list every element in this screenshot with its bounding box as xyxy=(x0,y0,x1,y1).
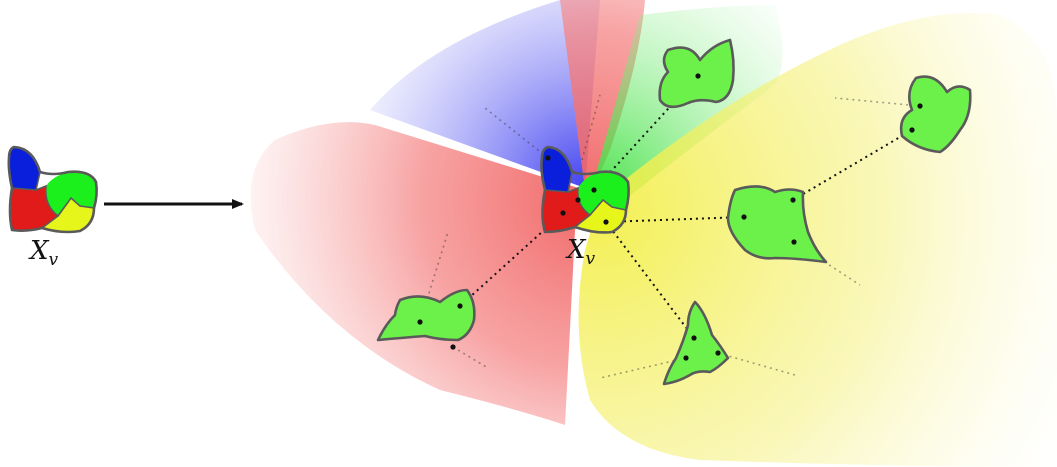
point xyxy=(450,344,456,350)
point xyxy=(790,197,796,203)
neighbor-blob-top xyxy=(658,38,735,109)
edge-to-left-blob xyxy=(459,212,564,307)
point xyxy=(457,303,463,309)
point xyxy=(909,127,915,133)
green-fan xyxy=(590,5,783,210)
edge-middle-to-top-right xyxy=(792,129,913,201)
point xyxy=(715,350,721,356)
vertex-points xyxy=(417,73,923,361)
red-fan xyxy=(250,0,645,425)
left-region-blue xyxy=(8,147,41,190)
edge-to-middle-right-blob xyxy=(605,216,745,223)
point xyxy=(791,239,797,245)
faded-edge xyxy=(717,352,796,376)
blue-fan xyxy=(370,0,600,188)
neighbor-blobs xyxy=(376,38,972,386)
point xyxy=(591,187,597,193)
faded-edge xyxy=(419,231,449,323)
center-region-yellow xyxy=(575,200,626,233)
fan-regions xyxy=(250,0,1057,467)
center-vertex-outline xyxy=(540,145,630,234)
point xyxy=(683,355,689,361)
point xyxy=(603,219,609,225)
center-internal-lines xyxy=(544,171,627,228)
center-vertex-label: Xv xyxy=(565,235,596,269)
faded-edge xyxy=(484,107,549,159)
point xyxy=(695,73,701,79)
neighbor-blob-top-right xyxy=(899,75,972,154)
edge-to-bottom-blob xyxy=(605,221,695,339)
left-vertex-label: Xv xyxy=(28,236,59,270)
center-vertex-blob xyxy=(540,145,630,234)
point xyxy=(917,103,923,109)
faded-edge xyxy=(834,97,921,107)
point xyxy=(545,155,551,161)
faded-edge xyxy=(452,346,489,369)
left-vertex-outline xyxy=(7,145,98,234)
neighbor-blob-middle-right xyxy=(726,185,828,264)
left-internal-lines xyxy=(11,171,95,229)
left-region-green xyxy=(45,171,97,216)
neighbor-blob-left xyxy=(376,288,476,342)
center-region-green xyxy=(577,171,629,215)
point xyxy=(560,210,566,216)
point xyxy=(417,319,423,325)
point xyxy=(575,197,581,203)
point xyxy=(741,214,747,220)
neighbor-blob-bottom xyxy=(662,300,730,386)
left-vertex-blob xyxy=(7,145,98,234)
point xyxy=(691,335,697,341)
faded-edge xyxy=(599,357,687,379)
